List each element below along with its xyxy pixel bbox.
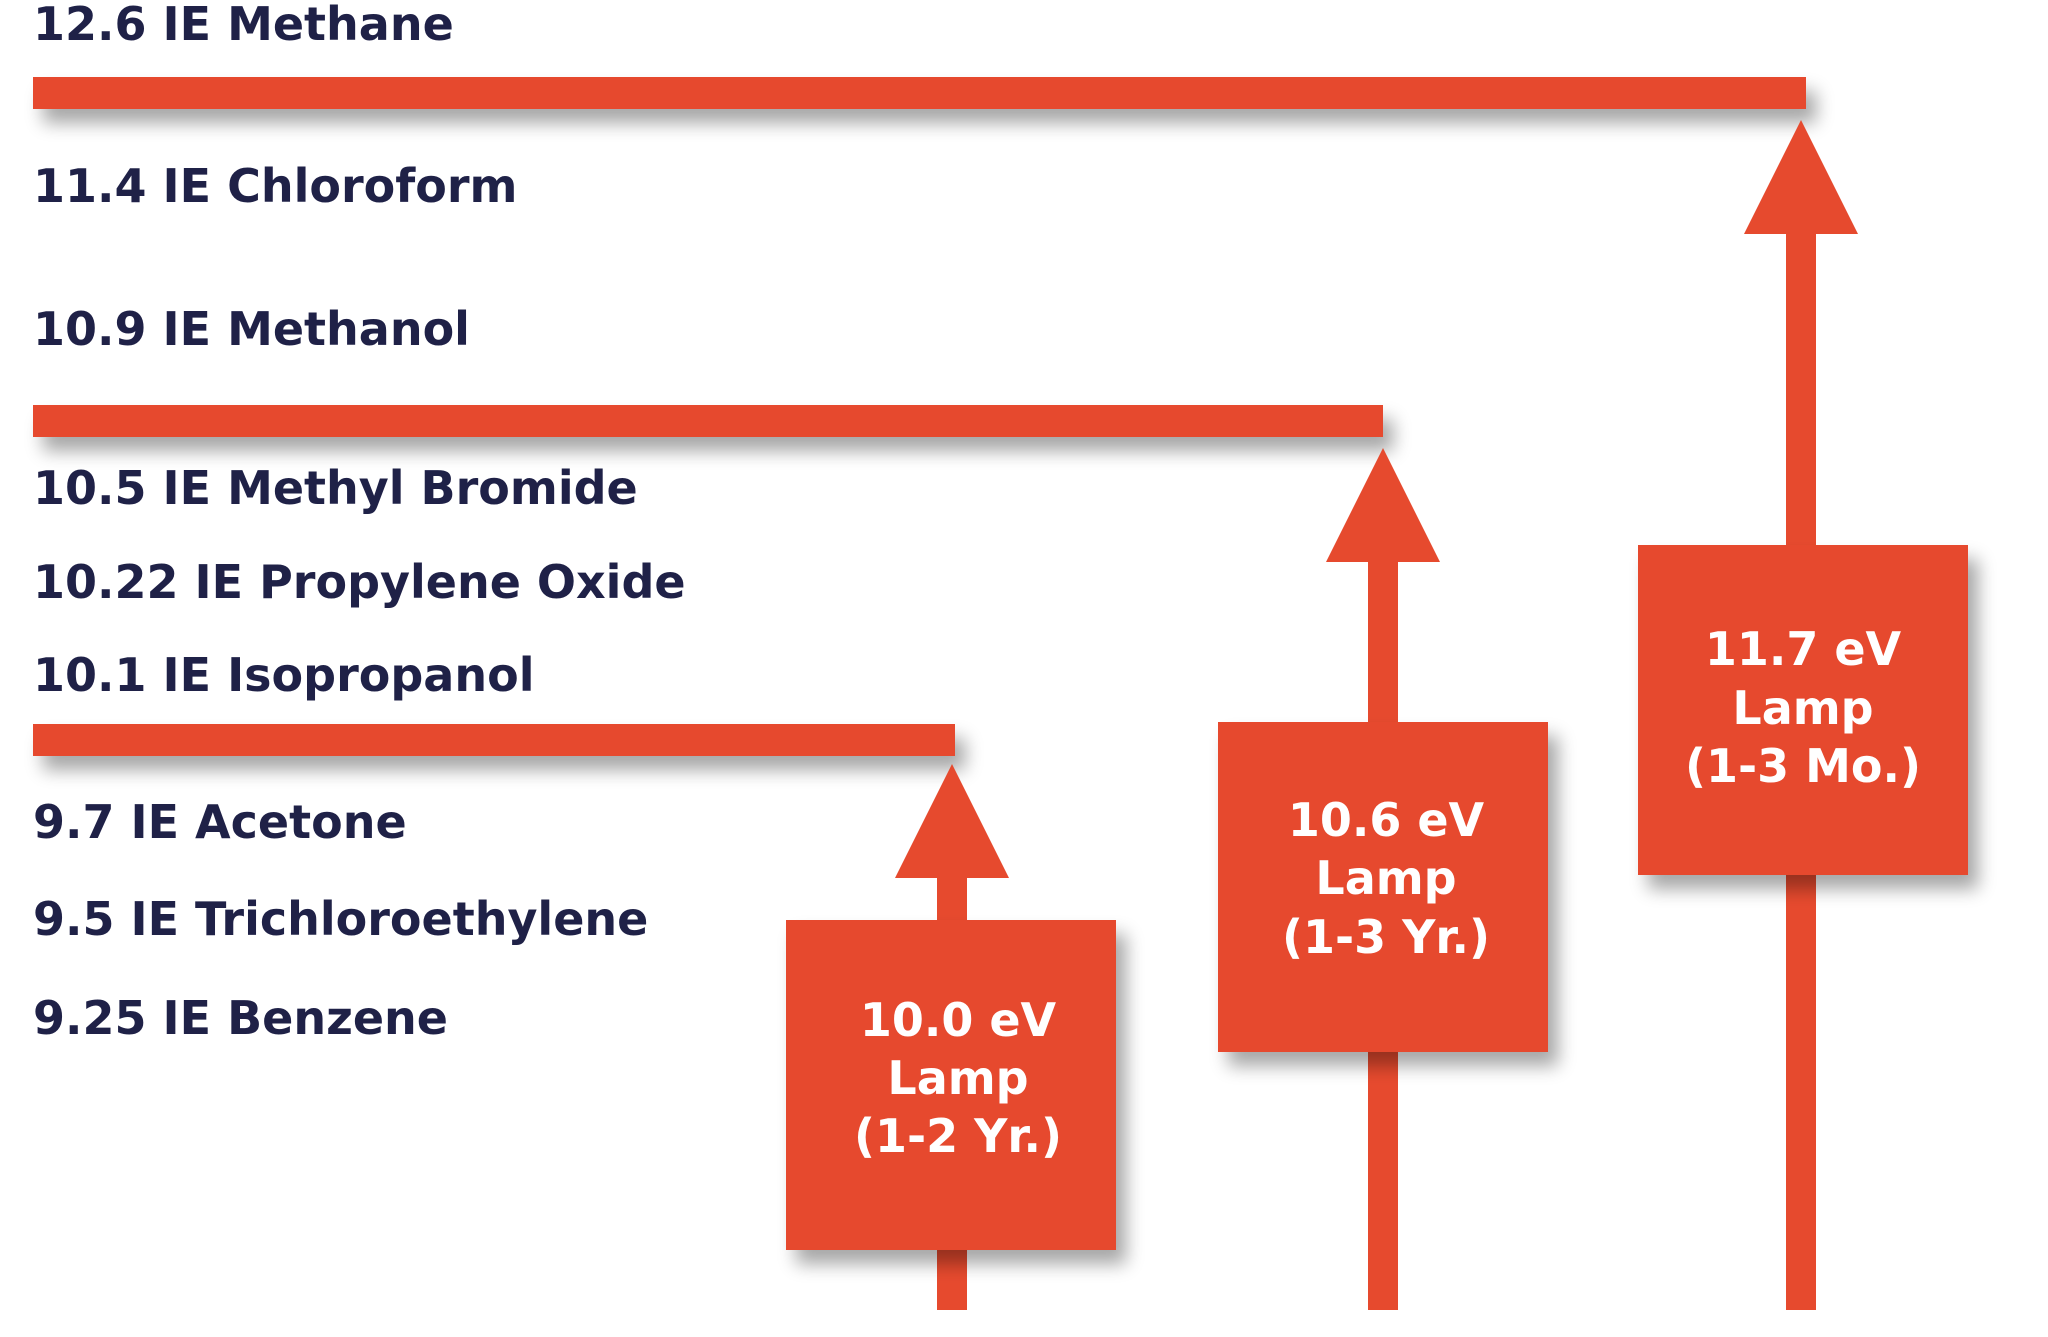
lamp-energy: 10.0 eV: [860, 993, 1057, 1047]
lamp-energy: 11.7 eV: [1705, 622, 1902, 676]
compound-label-methanol: 10.9 IE Methanol: [33, 302, 470, 356]
threshold-bar-10-6: [33, 405, 1383, 437]
arrow-head-icon: [1744, 120, 1858, 234]
threshold-bar-10-0: [33, 724, 955, 756]
lamp-label: Lamp: [1732, 681, 1873, 735]
lamp-10-0: 10.0 eV Lamp (1-2 Yr.): [786, 764, 1116, 1310]
threshold-bars: [33, 77, 1806, 756]
compound-label-propylene-oxide: 10.22 IE Propylene Oxide: [33, 555, 686, 609]
compound-label-trichloroethylene: 9.5 IE Trichloroethylene: [33, 892, 648, 946]
lamp-lifetime: (1-3 Mo.): [1685, 739, 1921, 793]
threshold-bar-11-7: [33, 77, 1806, 109]
arrow-head-icon: [1326, 448, 1440, 562]
lamp-label: Lamp: [1315, 851, 1456, 905]
lamp-10-6: 10.6 eV Lamp (1-3 Yr.): [1218, 448, 1548, 1310]
lamp-energy: 10.6 eV: [1288, 793, 1485, 847]
compound-label-acetone: 9.7 IE Acetone: [33, 795, 407, 849]
compound-label-chloroform: 11.4 IE Chloroform: [33, 159, 517, 213]
lamp-lifetime: (1-3 Yr.): [1282, 910, 1490, 964]
lamp-box: [1218, 722, 1548, 1052]
lamp-box: [1638, 545, 1968, 875]
compound-label-benzene: 9.25 IE Benzene: [33, 991, 448, 1045]
lamp-11-7: 11.7 eV Lamp (1-3 Mo.): [1638, 120, 1968, 1310]
lamp-label: Lamp: [887, 1051, 1028, 1105]
compound-labels: 12.6 IE Methane 11.4 IE Chloroform 10.9 …: [33, 0, 686, 1045]
lamp-box: [786, 920, 1116, 1250]
compound-label-methyl-bromide: 10.5 IE Methyl Bromide: [33, 461, 638, 515]
arrow-head-icon: [895, 764, 1009, 878]
compound-label-methane: 12.6 IE Methane: [33, 0, 454, 51]
compound-label-isopropanol: 10.1 IE Isopropanol: [33, 648, 534, 702]
lamp-lifetime: (1-2 Yr.): [854, 1109, 1062, 1163]
